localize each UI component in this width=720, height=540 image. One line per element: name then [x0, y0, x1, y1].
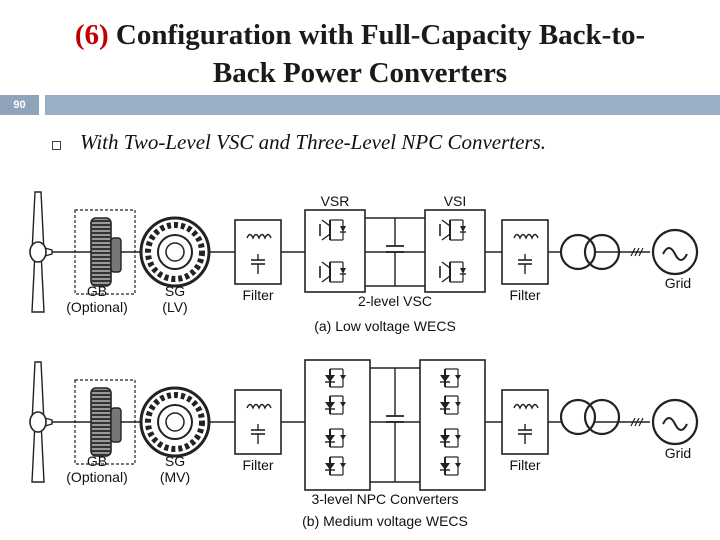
filter-right-label: Filter — [509, 457, 540, 473]
vsr-label: VSR — [321, 193, 350, 209]
wind-turbine-icon — [29, 361, 53, 483]
gb-label: GB — [87, 453, 107, 469]
sg-label: SG — [165, 453, 185, 469]
grid-source-icon — [651, 228, 699, 276]
title-number: (6) — [74, 19, 109, 51]
sg-sub-label: (MV) — [160, 469, 190, 485]
sg-sub-label: (LV) — [162, 299, 187, 315]
gb-label: GB — [87, 283, 107, 299]
three-phase-icon — [630, 247, 644, 257]
title-line-2: Back Power Converters — [212, 57, 508, 89]
grid-label: Grid — [665, 445, 691, 461]
grid-label: Grid — [665, 275, 691, 291]
grid-source-icon — [651, 398, 699, 446]
wind-turbine-icon — [29, 191, 53, 313]
filter-left-label: Filter — [242, 287, 273, 303]
gb-sub-label: (Optional) — [66, 469, 127, 485]
converter-label: 3-level NPC Converters — [311, 491, 458, 507]
filter-icon — [501, 219, 549, 285]
filter-right-label: Filter — [509, 287, 540, 303]
caption-medium: (b) Medium voltage WECS — [302, 513, 468, 529]
page-number: 90 — [0, 95, 39, 115]
sg-label: SG — [165, 283, 185, 299]
title-line-1: Configuration with Full-Capacity Back-to… — [115, 19, 646, 51]
filter-icon — [501, 389, 549, 455]
header-bar — [45, 95, 720, 115]
transformer-icon — [559, 398, 621, 436]
slide-title: (6) Configuration with Full-Capacity Bac… — [0, 16, 720, 92]
gb-sub-label: (Optional) — [66, 299, 127, 315]
wecs-diagram: GB (Optional) SG (LV) Filter VSR VSI 2-l… — [29, 191, 699, 529]
filter-icon — [234, 389, 282, 455]
generator-icon — [141, 388, 209, 456]
converter-label: 2-level VSC — [358, 293, 432, 309]
low-voltage-wecs: GB (Optional) SG (LV) Filter VSR VSI 2-l… — [29, 191, 699, 334]
filter-left-label: Filter — [242, 457, 273, 473]
three-phase-icon — [630, 417, 644, 427]
caption-low: (a) Low voltage WECS — [314, 318, 456, 334]
filter-icon — [234, 219, 282, 285]
bullet-square-icon — [52, 141, 61, 150]
generator-icon — [141, 218, 209, 286]
bullet-text: With Two-Level VSC and Three-Level NPC C… — [80, 130, 547, 154]
medium-voltage-wecs: GB (Optional) SG (MV) Filter 3-level NPC… — [29, 359, 699, 529]
vsi-label: VSI — [444, 193, 467, 209]
